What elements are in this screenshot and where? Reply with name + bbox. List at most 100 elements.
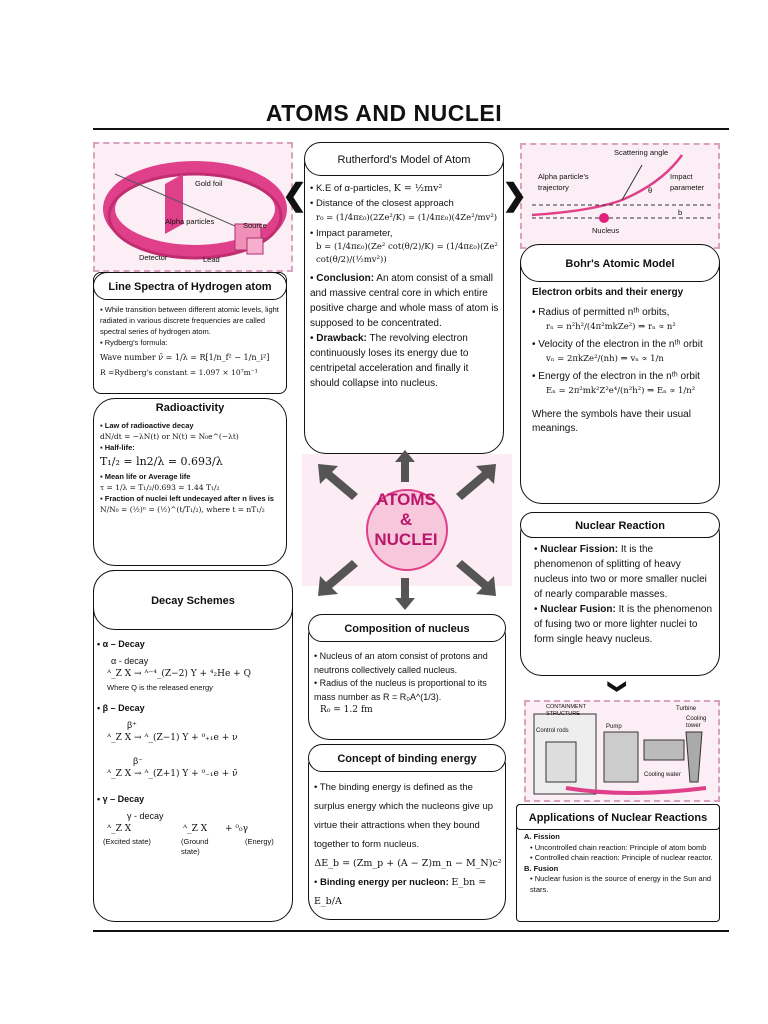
fusion-text: It is the phenomenon of fusing two or mo…: [534, 604, 713, 645]
beta-minus-label: β⁻: [133, 756, 143, 766]
electron-orbits-subheading: Electron orbits and their energy: [532, 287, 684, 298]
nuclear-reaction-card: [520, 512, 720, 676]
gamma-decay-arrow-label: γ - decay: [127, 811, 164, 821]
binding-per-nucleon-formula: E_bn = E_b/A: [314, 877, 487, 907]
composition-content: • Nucleus of an atom consist of protons …: [314, 650, 502, 718]
binding-energy-heading: Concept of binding energy: [308, 744, 506, 772]
excited-state-label: (Excited state): [103, 837, 151, 846]
source-label: Source: [243, 221, 267, 230]
beta-minus-formula: ᴬ_Z X → ᴬ_(Z+1) Y + ⁰₋₁e + ν̄: [107, 769, 238, 779]
line-spectra-p1: While transition between different atomi…: [100, 305, 279, 336]
r0-formula: r₀ = (1/4πε₀)(2Ze²/K) = (1/4πε₀)(4Ze²/mv…: [316, 213, 498, 223]
binding-energy-p1: The binding energy is defined as the sur…: [314, 782, 494, 850]
center-arrows: [318, 450, 496, 610]
energy-formula: Eₙ = 2π²mk²Z²e⁴/(n²h²) ⇒ Eₙ ∝ 1/n²: [546, 386, 696, 396]
fusion-application-1: Nuclear fusion is the source of energy i…: [530, 874, 712, 894]
rutherford-model-card: [304, 142, 504, 454]
chevron-right-icon: ❯: [502, 179, 528, 212]
logo-atoms: ATOMS: [376, 490, 436, 509]
conclusion-text: An atom consist of a small and massive c…: [310, 273, 499, 329]
composition-p1: Nucleus of an atom consist of protons an…: [314, 651, 488, 675]
alpha-decay-formula: ᴬ_Z X → ᴬ⁻⁴_(Z−2) Y + ⁴₂He + Q: [107, 669, 251, 679]
beta-plus-formula: ᴬ_Z X → ᴬ_(Z−1) Y + ⁰₊₁e + ν: [107, 733, 238, 743]
decay-law-formula: dN/dt = −λN(t) or N(t) = N₀e^(−λt): [100, 432, 239, 441]
control-rods-label: Control rods: [536, 728, 569, 734]
nuclear-reaction-heading: Nuclear Reaction: [520, 512, 720, 538]
scattering-diagram-image: Scattering angle Alpha particle's trajec…: [520, 143, 720, 249]
ke-formula: K = ½mv²: [393, 183, 443, 194]
gamma-photon: + ⁰₀γ: [225, 824, 248, 834]
wave-number-formula: Wave number ν̄ = 1/λ = R[1/n_f² − 1/n_i²…: [100, 353, 270, 362]
radioactivity-heading: Radioactivity: [155, 402, 225, 414]
logo-nuclei: NUCLEI: [374, 530, 438, 549]
bohr-note: Where the symbols have their usual meani…: [532, 409, 691, 434]
gamma-ground-nucleus: ᴬ_Z X: [183, 824, 208, 834]
energy-label-gamma: (Energy): [245, 837, 274, 846]
composition-p2: Radius of the nucleus is proportional to…: [314, 678, 487, 702]
fraction-formula: N/N₀ = (½)ⁿ = (½)^(t/T₁/₂), where t = nT…: [100, 505, 265, 514]
scattering-angle-label: Scattering angle: [614, 148, 669, 157]
mean-life-label: Mean life or Average life: [104, 472, 191, 481]
fusion-label: Nuclear Fusion:: [540, 604, 616, 615]
alpha-decay-arrow-label: α - decay: [111, 656, 149, 666]
lead-label: Lead: [203, 255, 220, 264]
beta-plus-label: β⁺: [127, 720, 137, 730]
bohr-model-card: [520, 244, 720, 504]
velocity-formula: vₙ = 2πkZe²/(nh) ⇒ vₙ ∝ 1/n: [546, 354, 664, 364]
logo-ampersand: &: [399, 510, 413, 529]
rutherford-content: • K.E of α-particles, K = ½mv² • Distanc…: [310, 183, 499, 389]
alpha-decay-note: Where Q is the released energy: [107, 683, 213, 692]
cooling-water-label: Cooling water: [644, 772, 681, 778]
fission-application-1: Uncontrolled chain reaction: Principle o…: [534, 842, 707, 852]
chevron-left-icon: ❮: [282, 179, 308, 212]
line-spectra-content: ▪ While transition between different ato…: [100, 304, 284, 378]
ground-state-label: (Ground state): [181, 837, 209, 856]
binding-energy-card: [308, 744, 506, 920]
alpha-particles-label: Alpha particles: [165, 217, 215, 226]
trajectory-label: Alpha particle's trajectory: [538, 172, 589, 192]
rydberg-formula-label: Rydberg's formula:: [104, 338, 168, 347]
gamma-decay-label: γ – Decay: [102, 794, 145, 804]
gold-foil-experiment-image: Gold foil Alpha particles Source Detecto…: [93, 142, 293, 272]
page-title: ATOMS AND NUCLEI: [265, 100, 503, 126]
fusion-application-label: B. Fusion: [524, 863, 559, 873]
nucleus-label: Nucleus: [592, 226, 620, 235]
rutherford-heading: Rutherford's Model of Atom: [304, 142, 504, 176]
fission-application-2: Controlled chain reaction: Principle of …: [534, 853, 713, 862]
impact-parameter-label: Impact parameter: [670, 172, 705, 192]
chevron-down-icon: ❯: [608, 678, 629, 695]
turbine-label: Turbine: [676, 706, 697, 712]
composition-heading: Composition of nucleus: [308, 614, 506, 642]
rydberg-constant: R =Rydberg's constant = 1.097 × 10⁷m⁻¹: [100, 368, 258, 377]
decay-content: • α – Decay α - decay ᴬ_Z X → ᴬ⁻⁴_(Z−2) …: [97, 638, 289, 859]
decay-law-label: Law of radioactive decay: [104, 421, 194, 430]
energy-label: Energy of the electron in the nᵗʰ orbit: [538, 371, 700, 382]
binding-per-nucleon-label: Binding energy per nucleon:: [319, 877, 452, 888]
nuclear-reaction-content: • Nuclear Fission: It is the phenomenon …: [534, 544, 713, 645]
b-formula: b = (1/4πε₀)(Ze² cot(θ/2)/K) = (1/4πε₀)(…: [316, 242, 498, 265]
bottom-rule: [93, 930, 729, 932]
radius-formula: rₙ = n²h²/(4π²mkZe²) ⇒ rₙ ∝ n²: [546, 322, 676, 332]
radioactivity-card: [93, 398, 287, 566]
ke-label: K.E of α-particles,: [315, 183, 392, 194]
gamma-excited-nucleus: ᴬ_Z X: [107, 824, 132, 834]
bohr-heading: Bohr's Atomic Model: [520, 244, 720, 282]
center-logo: ATOMS & NUCLEI: [352, 490, 460, 550]
line-spectra-heading: Line Spectra of Hydrogen atom: [93, 272, 287, 300]
mean-life-formula: τ = 1/λ = T₁/₂/0.693 = 1.44 T₁/₂: [100, 483, 220, 492]
title-rule: [93, 128, 729, 130]
alpha-decay-label: α – Decay: [102, 639, 145, 649]
fission-application-label: A. Fission: [524, 832, 560, 841]
applications-heading: Applications of Nuclear Reactions: [516, 804, 720, 830]
composition-r0: R₀ = 1.2 fm: [320, 705, 373, 715]
binding-energy-content: • The binding energy is defined as the s…: [314, 782, 502, 907]
fission-label: Nuclear Fission:: [540, 544, 619, 555]
gold-foil-label: Gold foil: [195, 179, 223, 188]
b-label: b: [678, 208, 683, 217]
decay-schemes-heading: Decay Schemes: [93, 570, 293, 630]
conclusion-label: Conclusion:: [316, 273, 375, 284]
fission-text: It is the phenomenon of splitting of hea…: [534, 544, 707, 600]
theta-label: θ: [648, 186, 653, 195]
nuclear-reactor-image: CONTAINMENT STRUCTURE Control rods Pump …: [524, 700, 720, 802]
half-life-label: Half-life:: [104, 443, 135, 452]
